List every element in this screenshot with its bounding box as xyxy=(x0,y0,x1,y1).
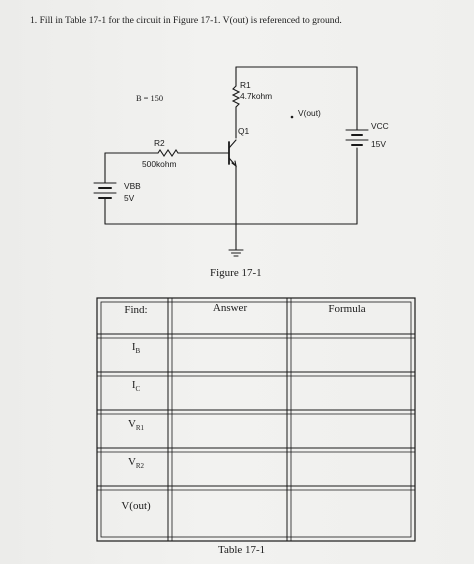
table-caption: Table 17-1 xyxy=(218,544,266,556)
row-label-main: I xyxy=(131,341,136,353)
r2-value-label: 500kohm xyxy=(142,159,177,169)
r1-resistor xyxy=(231,85,241,108)
row-label-ib: IB xyxy=(132,341,140,355)
vcc-value-label: 15V xyxy=(371,139,386,149)
row-label-sub: R1 xyxy=(135,424,145,433)
r2-resistor xyxy=(157,149,179,157)
vbb-value-label: 5V xyxy=(124,193,135,203)
vout-label: V(out) xyxy=(298,108,321,118)
beta-label: B = 150 xyxy=(136,94,164,103)
row-label-sub: B xyxy=(135,347,141,356)
r2-name-label: R2 xyxy=(154,138,165,148)
question-text: 1. Fill in Table 17-1 for the circuit in… xyxy=(30,15,342,26)
row-label-main: I xyxy=(131,379,136,391)
r1-value-label: 4.7kohm xyxy=(240,91,273,101)
table-inner-border xyxy=(100,301,412,538)
vbb-name-label: VBB xyxy=(124,181,141,191)
r1-name-label: R1 xyxy=(240,80,251,90)
row-label-sub: R2 xyxy=(135,462,145,471)
header-answer: Answer xyxy=(212,302,248,314)
q1-label: Q1 xyxy=(238,126,250,136)
row-label-sub: C xyxy=(135,385,141,394)
row-label-main: V xyxy=(127,456,136,468)
row-label-main: V xyxy=(127,418,136,430)
q1-collector xyxy=(228,139,237,149)
row-label-vr1: VR1 xyxy=(128,418,144,432)
vcc-name-label: VCC xyxy=(371,121,389,131)
header-find: Find: xyxy=(124,304,148,316)
row-label-main: V(out) xyxy=(121,500,151,512)
table-outer-border xyxy=(96,297,416,542)
row-label-vout: V(out) xyxy=(121,500,150,512)
figure-caption: Figure 17-1 xyxy=(210,267,262,279)
vout-probe-dot xyxy=(290,115,294,119)
row-label-vr2: VR2 xyxy=(128,456,144,470)
header-formula: Formula xyxy=(328,303,366,315)
row-label-ic: IC xyxy=(132,379,140,393)
